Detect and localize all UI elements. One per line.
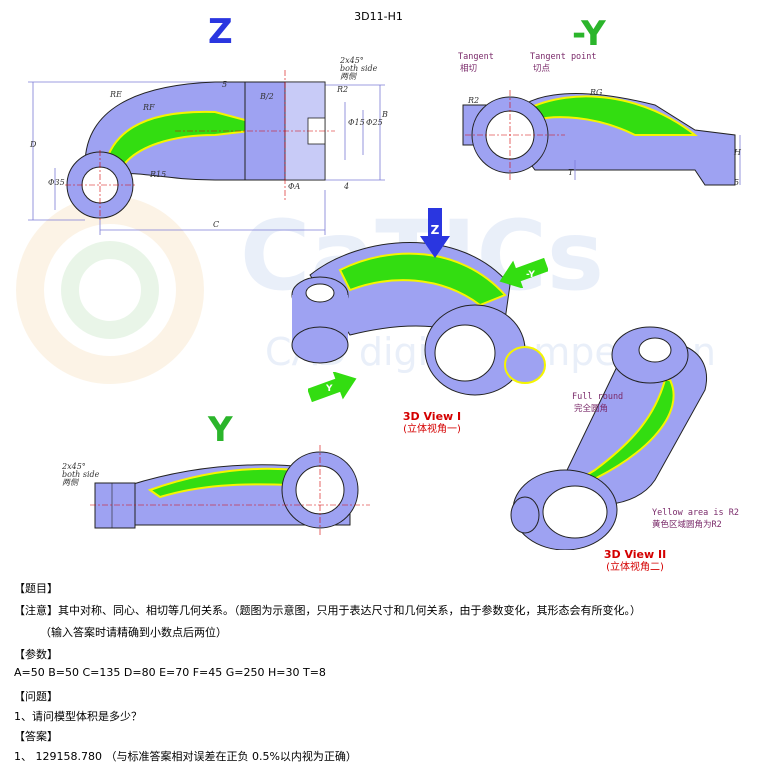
- top-view-z: [28, 70, 385, 235]
- dim-d: D: [30, 140, 37, 149]
- side-view-neg-y: [462, 90, 741, 186]
- neg-y-direction-arrow-icon: -Y: [499, 258, 548, 288]
- dim-rf: RF: [143, 103, 155, 112]
- chamfer-size-top: 2x45°: [340, 56, 364, 65]
- chamfer-zh-top: 两侧: [340, 72, 356, 81]
- dim-re: RE: [110, 90, 122, 99]
- view-3d-one-subtitle: (立体视角一): [403, 424, 461, 435]
- dim-r2-top: R2: [337, 85, 349, 94]
- dim-four: 4: [344, 182, 350, 191]
- precision-note: （输入答案时请精确到小数点后两位）: [40, 626, 227, 639]
- chamfer-zh-front: 两侧: [62, 478, 78, 487]
- z-direction-arrow-icon: Z: [420, 208, 450, 258]
- tangent-point-zh: 切点: [533, 64, 551, 74]
- full-round-en: Full round: [572, 392, 624, 402]
- front-view-y: [90, 445, 370, 535]
- view-3d-one: [291, 242, 546, 396]
- chamfer-size-front: 2x45°: [62, 462, 86, 471]
- full-round-zh: 完全圆角: [574, 404, 609, 414]
- dim-five-top: 5: [222, 80, 228, 89]
- yellow-area-en: Yellow area is R2: [652, 508, 739, 518]
- dim-b: B: [382, 110, 388, 119]
- drawing-reference-code: 3D11-H1: [354, 10, 403, 23]
- dim-five-side: 5: [734, 178, 740, 187]
- dim-r2-side: R2: [468, 96, 480, 105]
- view-3d-two-subtitle: (立体视角二): [606, 562, 664, 573]
- params-values: A=50 B=50 C=135 D=80 E=70 F=45 G=250 H=3…: [14, 666, 326, 679]
- view-label-z: Z: [208, 12, 233, 52]
- view-label-neg-y: -Y: [572, 14, 606, 54]
- y-direction-arrow-icon: Y: [308, 372, 357, 402]
- dim-a: ΦA: [288, 182, 301, 191]
- title-heading: 【题目】: [14, 582, 58, 595]
- dim-rg: RG: [590, 88, 603, 97]
- dim-b-half: B/2: [260, 92, 274, 101]
- tangent-note-zh: 相切: [460, 64, 478, 74]
- dim-d15: Φ15: [348, 118, 365, 127]
- yellow-area-zh: 黄色区域圆角为R2: [652, 520, 722, 530]
- params-heading: 【参数】: [14, 648, 58, 661]
- view-label-y: Y: [208, 410, 233, 450]
- dim-d35-top: Φ35: [48, 178, 65, 187]
- view-3d-one-caption: 3D View I (立体视角一): [382, 410, 482, 436]
- dim-h: H: [734, 148, 741, 157]
- chamfer-en-front: both side: [62, 470, 100, 479]
- neg-y-arrow-label: -Y: [526, 270, 535, 280]
- z-arrow-label: Z: [431, 223, 440, 237]
- y-arrow-label: Y: [325, 384, 333, 394]
- tangent-point-en: Tangent point: [530, 52, 597, 62]
- dim-d25: Φ25: [366, 118, 383, 127]
- notice-text: 【注意】其中对称、同心、相切等几何关系。（题图为示意图，只用于表达尺寸和几何关系…: [14, 604, 641, 617]
- dim-c: C: [213, 220, 220, 229]
- view-3d-two: [510, 326, 707, 550]
- view-3d-two-caption: 3D View II (立体视角二): [585, 548, 685, 574]
- dim-t: T: [568, 168, 574, 177]
- chamfer-en-top: both side: [340, 64, 378, 73]
- view-3d-two-title: 3D View II: [603, 548, 667, 561]
- engineering-drawing: CaTICs CAD digital competition 3D11-H1 Z…: [16, 10, 741, 574]
- question-text: 1、请问模型体积是多少？: [14, 710, 142, 723]
- view-3d-one-title: 3D View I: [402, 410, 462, 423]
- answer-text: 1、 129158.780 （与标准答案相对误差在正负 0.5%以内视为正确）: [14, 750, 357, 763]
- answer-heading: 【答案】: [14, 730, 58, 743]
- question-heading: 【问题】: [14, 690, 58, 703]
- dim-r15: R15: [150, 170, 167, 179]
- tangent-note-en: Tangent: [458, 52, 494, 62]
